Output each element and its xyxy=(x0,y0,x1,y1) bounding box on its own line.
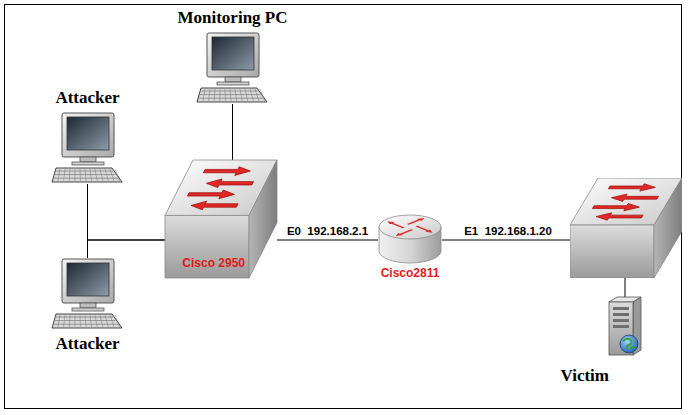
pc-icon xyxy=(195,32,270,104)
pc-node: Attacker xyxy=(50,112,125,184)
node-label: Attacker xyxy=(55,88,119,108)
pc-icon xyxy=(50,258,125,330)
interface-label: E1 192.168.1.20 xyxy=(462,225,554,237)
network-link xyxy=(232,104,233,166)
victim-switch xyxy=(570,178,682,278)
network-link xyxy=(88,184,166,240)
router-to-switch-link xyxy=(442,240,574,241)
switch-node: Cisco 2950 xyxy=(165,160,277,278)
switch-icon xyxy=(570,178,682,278)
network-link xyxy=(277,240,378,241)
server-node: Victim xyxy=(605,296,645,356)
device-model-label: Cisco2811 xyxy=(381,266,440,280)
node-label: Monitoring PC xyxy=(177,8,287,28)
switch-to-server-link xyxy=(625,276,626,298)
pc-icon xyxy=(50,112,125,184)
router-icon xyxy=(378,214,442,264)
pc-node: Monitoring PC xyxy=(195,32,270,124)
network-link xyxy=(88,240,166,258)
pc-node: Attacker xyxy=(50,258,125,330)
interface-label: E0 192.168.2.1 xyxy=(285,225,370,237)
router-node: Cisco2811 xyxy=(378,214,442,264)
node-label: Victim xyxy=(561,366,609,386)
server-icon xyxy=(605,296,645,356)
device-model-label: Cisco 2950 xyxy=(182,256,245,270)
node-label: Attacker xyxy=(55,334,119,354)
